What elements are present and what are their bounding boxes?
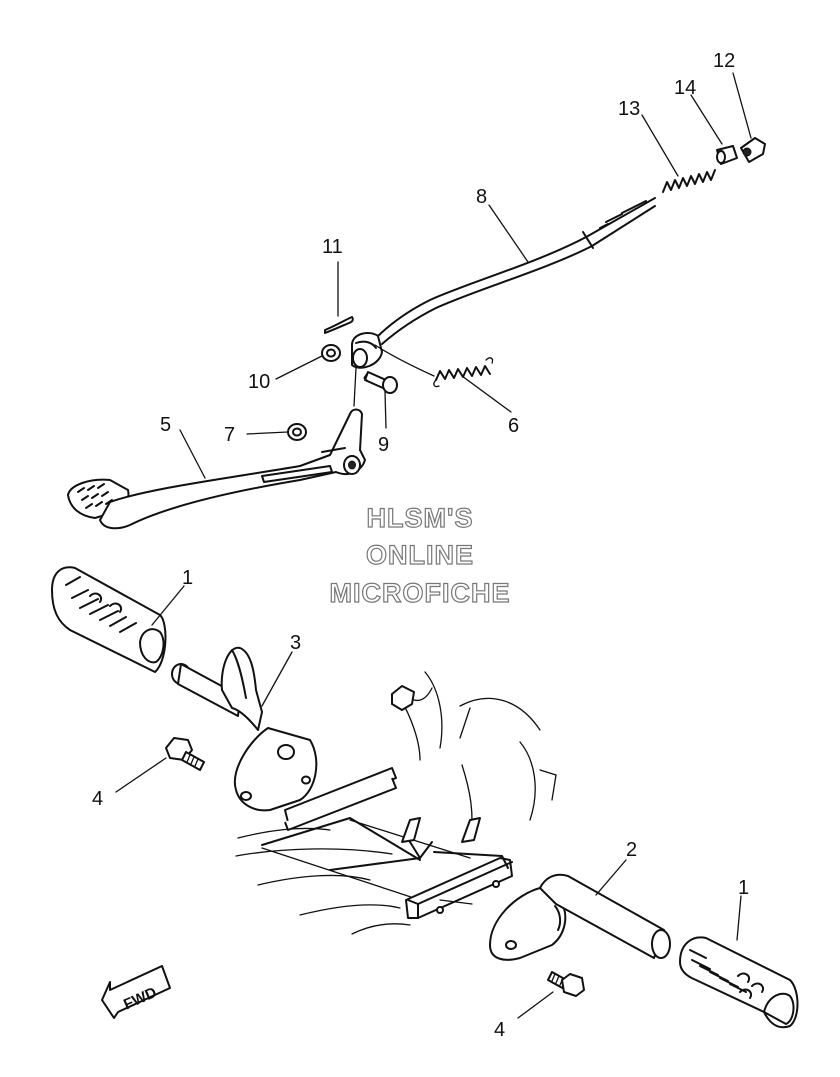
part-14-nut — [716, 145, 738, 165]
callout-13: 13 — [618, 98, 640, 120]
part-1-footrest-rubber-left — [51, 566, 167, 673]
part-4-bolt-upper — [165, 737, 205, 771]
callout-1-right: 1 — [738, 877, 749, 899]
part-4-bolt-lower — [547, 971, 585, 997]
callout-1-left: 1 — [182, 567, 193, 589]
part-10-washer — [321, 344, 341, 362]
part-8-brake-rod — [375, 197, 656, 345]
callout-3: 3 — [290, 632, 301, 654]
part-9-pin — [363, 371, 398, 394]
callout-6: 6 — [508, 415, 519, 437]
callout-12: 12 — [713, 50, 735, 72]
part-11-cotter-pin — [324, 316, 354, 334]
fwd-arrow: FWD — [101, 965, 171, 1019]
callout-7: 7 — [224, 424, 235, 446]
callout-11: 11 — [322, 236, 343, 258]
rod-clevis — [351, 332, 383, 369]
watermark-line-3: MICROFICHE — [330, 578, 511, 608]
callout-4-upper: 4 — [92, 788, 103, 810]
part-5-brake-pedal — [67, 408, 366, 530]
callout-9: 9 — [378, 434, 389, 456]
leader-lines — [115, 72, 752, 1019]
part-1-footrest-rubber-right — [679, 936, 799, 1029]
callout-14: 14 — [674, 77, 696, 99]
part-2-footrest-bracket-right — [489, 873, 671, 961]
watermark: HLSM'S ONLINE MICROFICHE — [329, 502, 511, 608]
watermark-line-2: ONLINE — [366, 540, 474, 570]
watermark-line-1: HLSM'S — [367, 503, 474, 533]
part-3-footrest-bracket-left — [171, 646, 318, 812]
callout-8: 8 — [476, 186, 487, 208]
frame-outline — [235, 671, 557, 935]
callout-5: 5 — [160, 414, 171, 436]
footrest-crossmember — [261, 767, 513, 919]
part-13-spring — [662, 169, 716, 193]
callout-2: 2 — [626, 839, 637, 861]
callout-4-lower: 4 — [494, 1019, 505, 1041]
callout-labels: 12 14 13 8 11 10 9 6 7 5 1 3 4 2 1 4 — [92, 50, 749, 1041]
part-12-cable-joint — [740, 137, 766, 163]
callout-10: 10 — [248, 371, 270, 393]
part-7-washer — [287, 423, 307, 441]
